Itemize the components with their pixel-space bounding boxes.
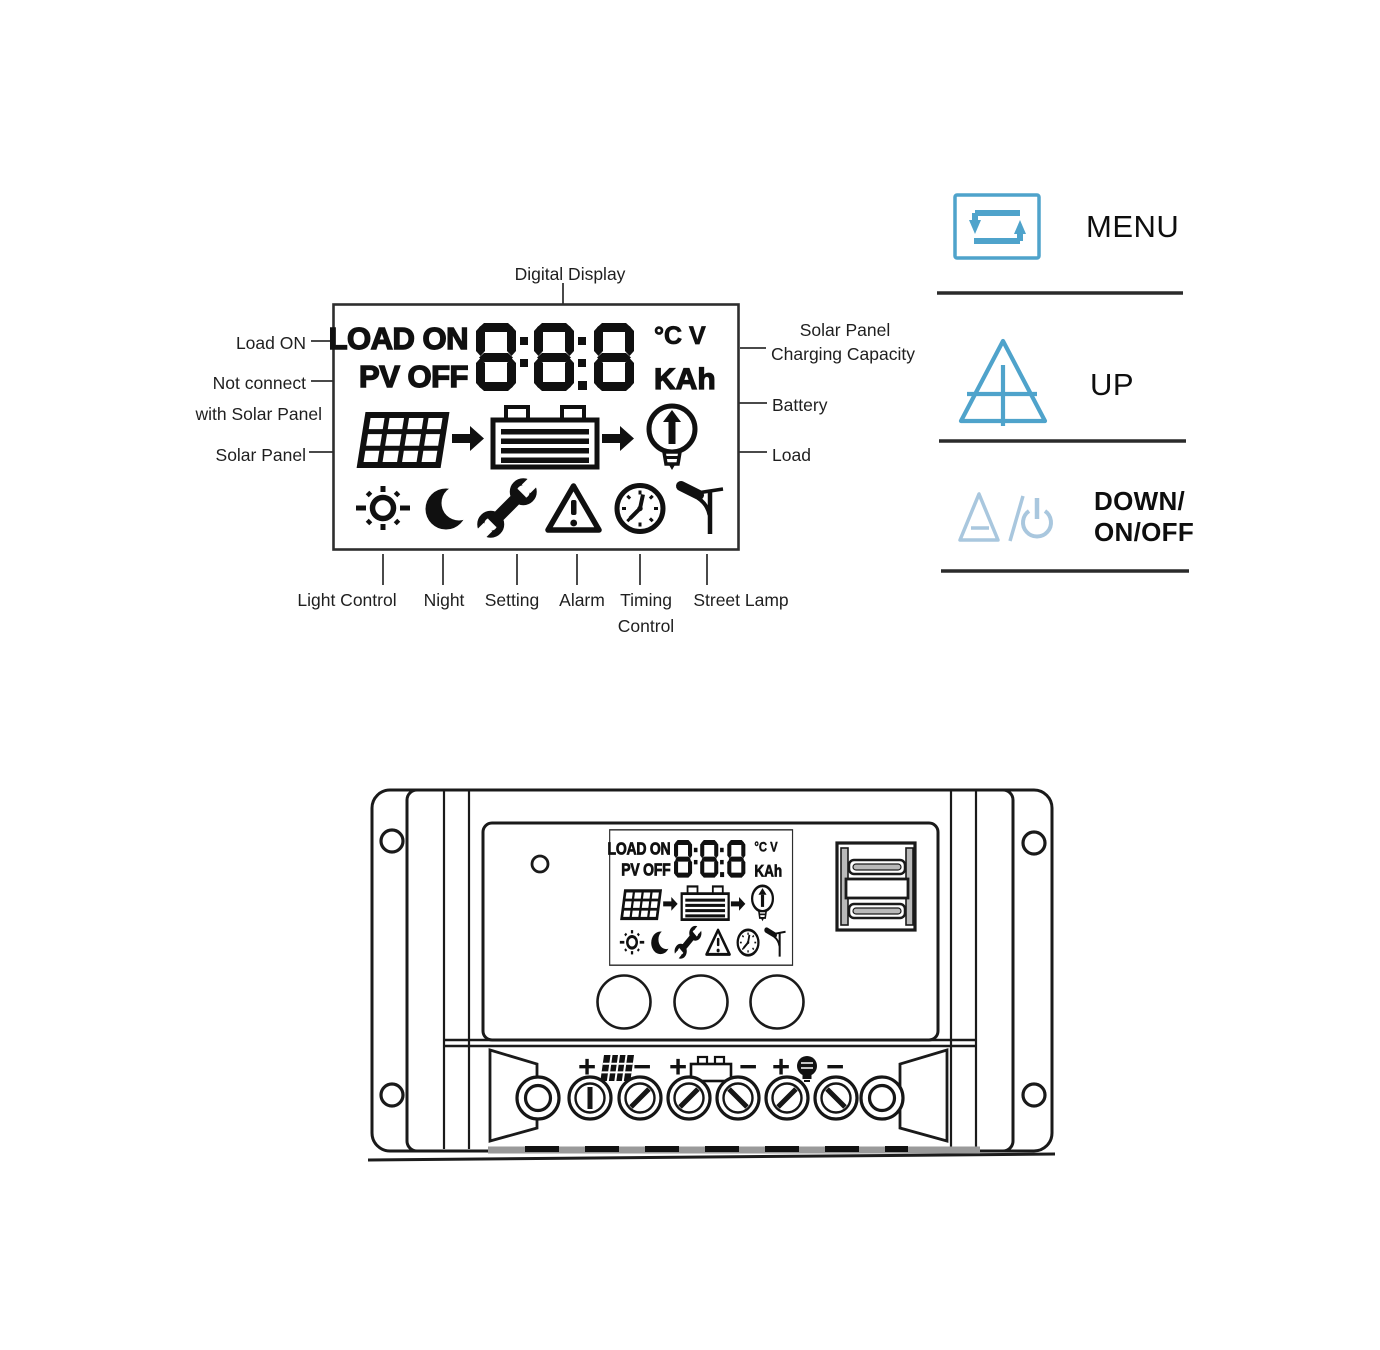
up-icon: [958, 338, 1048, 426]
down-power-icon: [958, 492, 1053, 542]
device-buttons: [596, 974, 805, 1030]
mounting-holes: [379, 828, 1047, 1108]
terminal-screw: [515, 1075, 561, 1121]
not-connect-label: Not connect: [212, 373, 306, 393]
usb-ports: [835, 841, 917, 932]
light-control-label: Light Control: [297, 590, 397, 610]
device-button: [673, 974, 729, 1030]
menu-icon: [953, 193, 1041, 260]
menu-button-label: MENU: [1086, 209, 1180, 244]
power-led: [530, 854, 550, 874]
timing-control-label: Timing Control: [617, 590, 675, 637]
terminal-minus-label: −: [826, 1049, 844, 1084]
separator: [937, 291, 1189, 573]
solar-panel-label: Solar Panel: [215, 445, 306, 465]
terminal-load-bulb-icon: [797, 1056, 817, 1082]
terminal-screw: [859, 1075, 905, 1121]
terminal-plus-label: +: [772, 1049, 790, 1084]
terminal-screw: [666, 1075, 712, 1121]
mounting-hole: [1021, 830, 1047, 856]
night-label: Night: [423, 590, 465, 610]
with-solar-panel-label: with Solar Panel: [195, 404, 322, 424]
terminal-screw: [764, 1075, 810, 1121]
street-lamp-label: Street Lamp: [693, 590, 789, 610]
device-button: [749, 974, 805, 1030]
mounting-hole: [379, 1082, 405, 1108]
corner-wedges: [488, 1048, 949, 1143]
terminal-screw: [567, 1075, 613, 1121]
mounting-hole: [1021, 1082, 1047, 1108]
terminal-screws: [515, 1075, 905, 1121]
setting-label: Setting: [484, 590, 540, 610]
terminal-battery-icon: [689, 1055, 733, 1083]
terminal-minus-label: −: [739, 1049, 757, 1084]
terminal-solar-panel-icon: [600, 1055, 634, 1081]
up-button-label: UP: [1090, 367, 1135, 402]
device-button: [596, 974, 652, 1030]
load-on-label: Load ON: [235, 333, 306, 353]
terminal-plus-label: +: [669, 1049, 687, 1084]
digital-display-label: Digital Display: [514, 264, 626, 284]
battery-label: Battery: [772, 395, 828, 415]
terminal-screw: [715, 1075, 761, 1121]
load-label: Load: [772, 445, 811, 465]
terminal-plus-label: +: [578, 1049, 596, 1084]
charge-controller-device: + − + − + −: [367, 788, 1056, 1162]
device-lcd: [608, 830, 793, 965]
mounting-hole: [379, 828, 405, 854]
terminal-screw: [813, 1075, 859, 1121]
alarm-label: Alarm: [559, 590, 605, 610]
charging-capacity-label-line2: Charging Capacity: [771, 344, 915, 364]
terminal-minus-label: −: [633, 1049, 651, 1084]
charging-capacity-label-line1: Solar Panel: [799, 320, 891, 340]
terminal-screw: [617, 1075, 663, 1121]
lcd-display-diagram: [332, 303, 740, 551]
device-shadow: [367, 1152, 1056, 1162]
down-button-label-line2: ON/OFF: [1094, 517, 1195, 547]
down-button-label-line1: DOWN/: [1094, 486, 1186, 516]
